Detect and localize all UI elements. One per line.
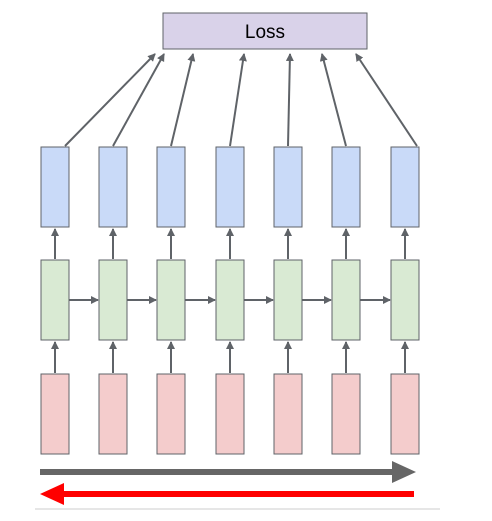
input-layer: [40, 373, 420, 455]
hidden-node: [331, 259, 361, 341]
output-to-loss-arrow: [319, 53, 347, 147]
backward-pass-arrowhead: [40, 483, 64, 505]
hidden-node: [40, 259, 70, 341]
output-to-loss-arrow: [229, 53, 247, 147]
hidden-node: [98, 259, 128, 341]
input-node: [98, 373, 128, 455]
forward-pass-arrowhead: [392, 461, 416, 483]
input-node: [331, 373, 361, 455]
vertical-arrows: [51, 228, 409, 373]
output-node: [40, 146, 70, 228]
output-to-loss-arrow: [355, 53, 418, 147]
loss-node: Loss: [162, 12, 368, 50]
forward-pass-arrow: [40, 461, 416, 483]
backward-pass-arrow: [40, 483, 414, 505]
input-node: [273, 373, 303, 455]
output-layer: [40, 146, 420, 228]
hidden-node: [156, 259, 186, 341]
hidden-node: [390, 259, 420, 341]
hidden-node: [215, 259, 245, 341]
hidden-node: [273, 259, 303, 341]
arrows-to-loss: [64, 53, 418, 147]
output-node: [390, 146, 420, 228]
input-node: [215, 373, 245, 455]
output-node: [98, 146, 128, 228]
hidden-layer: [40, 259, 420, 341]
output-node: [215, 146, 245, 228]
output-node: [156, 146, 186, 228]
input-node: [40, 373, 70, 455]
input-node: [156, 373, 186, 455]
output-to-loss-arrow: [64, 53, 156, 147]
input-node: [390, 373, 420, 455]
output-to-loss-arrow: [170, 53, 196, 147]
output-to-loss-arrow: [285, 53, 294, 147]
output-node: [273, 146, 303, 228]
loss-label: Loss: [245, 22, 285, 43]
output-to-loss-arrow: [112, 53, 165, 147]
loss-box: [162, 12, 368, 50]
output-node: [331, 146, 361, 228]
